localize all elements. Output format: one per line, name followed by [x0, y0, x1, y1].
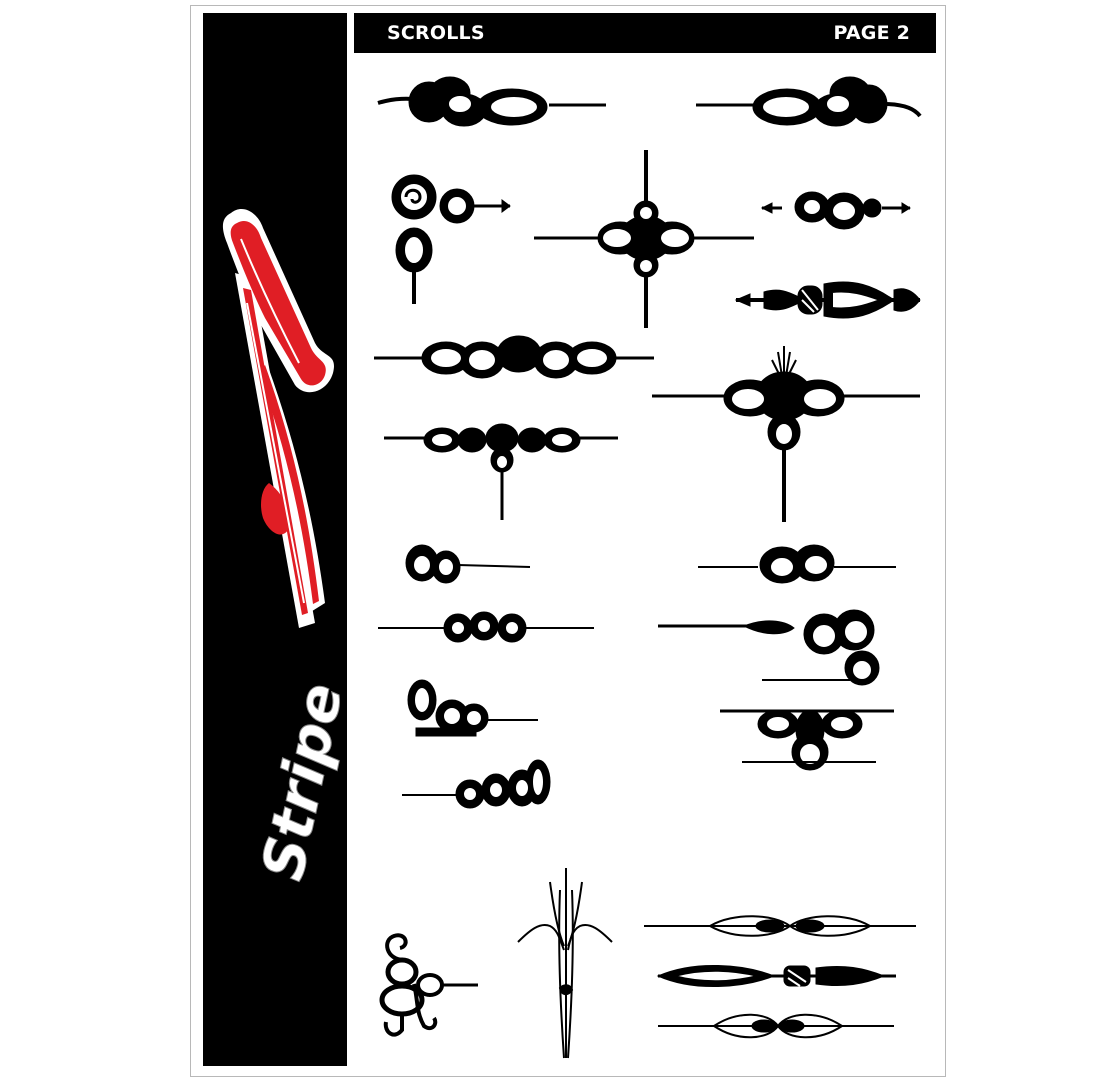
- stripe-fx-logo-icon: Stripe: [222, 208, 347, 886]
- page-header: SCROLLS PAGE 2: [354, 13, 936, 53]
- curl-scroll-1-icon: [405, 544, 531, 584]
- cloud-scroll-right-icon: [696, 76, 922, 127]
- curl-scroll-7-icon: [402, 759, 551, 809]
- page-number: PAGE 2: [833, 22, 910, 44]
- cloud-scroll-left-icon: [377, 76, 606, 127]
- knot-scroll-icon: [379, 933, 478, 1037]
- curl-scroll-3-icon: [378, 611, 594, 643]
- logo-wordmark: Stripe: [248, 677, 347, 886]
- cross-scroll-icon: [534, 150, 754, 328]
- brand-sidebar: [203, 13, 347, 1066]
- curl-scroll-5-icon: [407, 679, 538, 737]
- banded-scroll-icon: [734, 281, 921, 319]
- corner-curl-scroll-icon: [391, 174, 511, 304]
- scroll-designs-grid: [374, 76, 922, 1059]
- curl-scroll-2-icon: [698, 544, 896, 584]
- diamond-scroll-1-icon: [644, 915, 916, 937]
- drop-scroll-icon: [384, 423, 618, 520]
- triple-cloud-scroll-icon: [374, 335, 654, 379]
- flourish-cross-scroll-icon: [652, 346, 920, 522]
- pinstripe-spike-icon: [517, 868, 613, 1059]
- swirl-scroll-small-icon: [760, 191, 911, 230]
- curl-scroll-4-icon: [658, 609, 880, 686]
- curl-scroll-6-icon: [720, 709, 894, 771]
- arrow-scroll-icon: [656, 965, 896, 987]
- diamond-scroll-2-icon: [658, 1013, 894, 1039]
- page-title: SCROLLS: [387, 22, 485, 44]
